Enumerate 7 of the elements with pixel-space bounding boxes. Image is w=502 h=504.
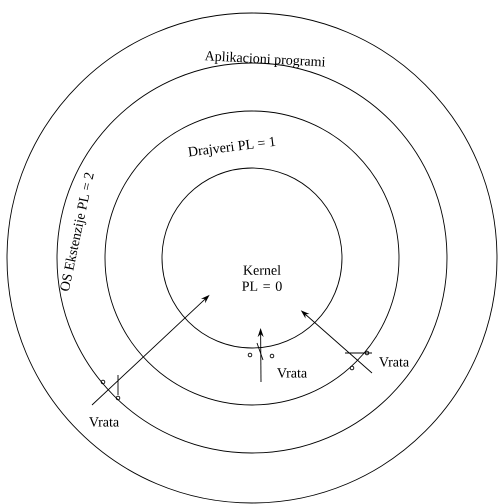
ring-label: Kernel PL = 0 bbox=[242, 265, 282, 291]
ring-label: Aplikacioni programi bbox=[204, 51, 325, 68]
ring-label: OS Ekstenzije PL = 2 bbox=[60, 172, 94, 291]
gate-label: Vrata bbox=[277, 368, 307, 378]
gate-label: Vrata bbox=[89, 417, 119, 427]
ring-label: Drajveri PL = 1 bbox=[188, 136, 276, 157]
gate-label: Vrata bbox=[379, 357, 409, 367]
